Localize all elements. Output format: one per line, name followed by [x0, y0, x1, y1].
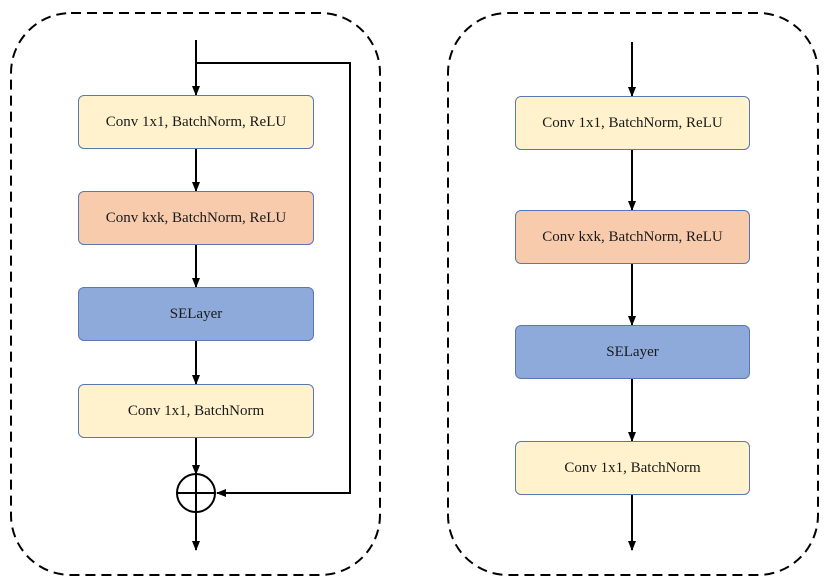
left-conv1x1-bn-box: Conv 1x1, BatchNorm	[78, 384, 314, 438]
right-container-border	[447, 12, 819, 576]
skip-connection-line	[196, 62, 351, 497]
right-conv1x1-relu-box: Conv 1x1, BatchNorm, ReLU	[515, 96, 750, 150]
left-container-border	[10, 12, 381, 576]
right-selayer-box: SELayer	[515, 325, 750, 379]
left-convkxk-relu-box: Conv kxk, BatchNorm, ReLU	[78, 191, 314, 245]
right-convkxk-relu-box: Conv kxk, BatchNorm, ReLU	[515, 210, 750, 264]
left-selayer-box: SELayer	[78, 287, 314, 341]
left-conv1x1-relu-box: Conv 1x1, BatchNorm, ReLU	[78, 95, 314, 149]
right-conv1x1-bn-box: Conv 1x1, BatchNorm	[515, 441, 750, 495]
add-node-icon	[176, 473, 216, 513]
